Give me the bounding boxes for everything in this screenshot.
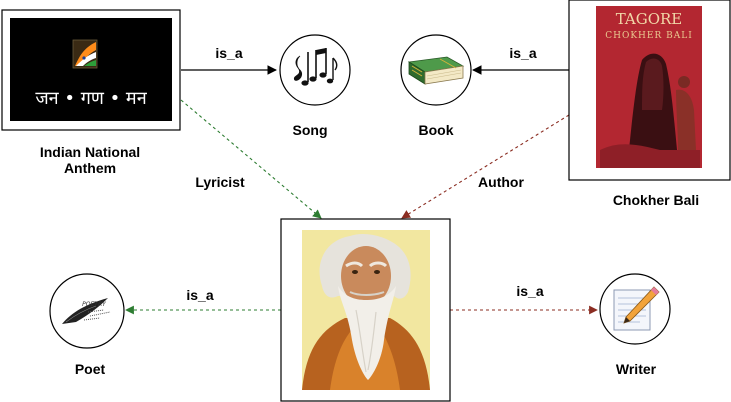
edge-label-tagore-poet: is_a [186, 287, 213, 303]
edge-lyricist [180, 99, 322, 219]
node-tagore [280, 218, 451, 402]
cover-figure-image [600, 53, 700, 168]
notepad-pencil-icon [613, 286, 660, 331]
node-chokher-bali: TAGORE CHOKHER BALI [568, 0, 731, 181]
label-song: Song [293, 122, 328, 138]
label-writer: Writer [616, 361, 657, 377]
node-writer [599, 273, 671, 345]
edge-label-anthem-song: is_a [215, 45, 242, 61]
label-poet: Poet [75, 361, 106, 377]
cover-title: TAGORE [616, 10, 683, 28]
music-notes-icon [293, 48, 338, 86]
quill-pen-icon: POETRY [62, 298, 111, 324]
edge-label-author: Author [478, 174, 524, 190]
node-song [279, 34, 351, 106]
node-book [400, 34, 472, 106]
label-book: Book [419, 122, 454, 138]
label-chokher-bali: Chokher Bali [613, 192, 699, 208]
edge-label-tagore-writer: is_a [516, 283, 543, 299]
node-poet: POETRY [49, 273, 125, 349]
indian-flag-icon [72, 39, 98, 69]
node-anthem: जन • गण • मन [1, 9, 181, 131]
cover-subtitle: CHOKHER BALI [605, 31, 693, 41]
label-anthem-line1: Indian National [40, 144, 140, 160]
poet-icon-text: POETRY [82, 301, 107, 308]
edge-author [401, 114, 570, 219]
tagore-portrait-image [302, 230, 430, 390]
edge-label-chokher-book: is_a [509, 45, 536, 61]
label-anthem-line2: Anthem [64, 160, 116, 176]
edge-label-lyricist: Lyricist [195, 174, 245, 190]
anthem-image-text: जन • गण • मन [35, 88, 147, 109]
book-icon [407, 56, 465, 85]
